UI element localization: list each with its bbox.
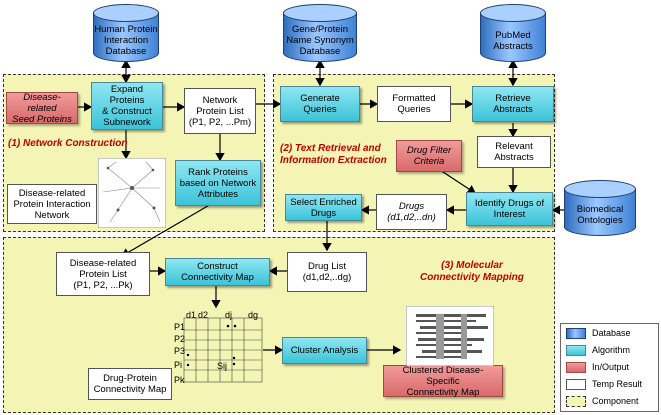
matrix-row-pk: Pk [174, 375, 185, 385]
legend-component-label: Component [592, 396, 639, 406]
disease-network-node: Disease-related Protein Interaction Netw… [7, 184, 97, 224]
legend-temp-result: Temp Result [566, 377, 642, 391]
select-drugs-node: Select Enriched Drugs [285, 194, 362, 221]
expand-proteins-node: Expand Proteins & Construct Subnework [91, 82, 163, 130]
human-ppi-label: Human Protein Interaction Database [94, 24, 158, 57]
drug-protein-map-node: Drug-Protein Connectivity Map [88, 368, 172, 400]
connectivity-matrix-grid [183, 317, 263, 383]
retrieve-abstracts-node: Retrieve Abstracts [472, 86, 554, 122]
drugs-small-list-node: Drugs (d1,d2,..dn) [376, 194, 447, 230]
legend-inout-label: In/Output [592, 362, 630, 372]
identify-drugs-node: Identify Drugs of Interest [466, 192, 553, 226]
network-protein-list-node: Network Protein List (P1, P2, ...Pm) [184, 88, 256, 134]
biomedical-ontologies-database: Biomedical Ontologies [564, 180, 636, 236]
legend-algorithm-label: Algorithm [592, 345, 631, 355]
matrix-row-pi: Pi [174, 360, 183, 370]
matrix-col-dg: dg [248, 310, 259, 320]
cluster-analysis-node: Cluster Analysis [282, 337, 367, 364]
clustered-map-node: Clustered Disease-Specific Connectivity … [383, 365, 503, 398]
network-graph-image [98, 158, 166, 228]
section-title-mapping: (3) Molecular Connectivity Mapping [420, 260, 524, 283]
ontologies-label: Biomedical Ontologies [576, 204, 624, 226]
formatted-queries-node: Formatted Queries [377, 86, 451, 122]
construct-map-node: Construct Connectivity Map [165, 258, 270, 286]
seed-proteins-node: Disease-related Seed Proteins [6, 92, 78, 125]
rank-proteins-node: Rank Proteins based on Network Attribute… [175, 160, 261, 206]
legend-component: Component [566, 394, 639, 408]
synonym-db-label: Gene/Protein Name Synonym Database [286, 24, 354, 57]
human-protein-interaction-database: Human Protein Interaction Database [93, 4, 159, 62]
matrix-row-p1: P1 [174, 322, 186, 332]
pubmed-database: PubMed Abstracts [480, 4, 546, 62]
section-title-network: (1) Network Construction [8, 138, 128, 149]
legend-temp-result-label: Temp Result [592, 379, 643, 389]
legend-inout: In/Output [566, 360, 629, 374]
legend-algorithm: Algorithm [566, 343, 630, 357]
drug-filter-node: Drug Filter Criteria [396, 140, 462, 172]
matrix-col-d2: d2 [198, 310, 209, 320]
matrix-col-dj: dj [225, 310, 233, 320]
legend-database-label: Database [592, 328, 631, 338]
matrix-row-p3: P3 [174, 346, 186, 356]
relevant-abstracts-node: Relevant Abstracts [477, 136, 551, 168]
section-title-text: (2) Text Retrieval and Information Extra… [280, 143, 387, 166]
matrix-col-d1: d1 [186, 310, 197, 320]
drug-list-node: Drug List (d1,d2,..dg) [287, 252, 367, 292]
disease-protein-list-node: Disease-related Protein List (P1, P2, ..… [56, 252, 150, 296]
legend-database: Database [566, 326, 631, 340]
pubmed-label: PubMed Abstracts [493, 30, 533, 52]
legend: Database Algorithm In/Output Temp Result… [560, 323, 659, 412]
matrix-row-p2: P2 [174, 334, 186, 344]
clustered-heatmap-image [406, 306, 494, 366]
synonym-database: Gene/Protein Name Synonym Database [283, 4, 357, 62]
matrix-cell-sij: Sij [217, 361, 228, 371]
generate-queries-node: Generate Queries [280, 86, 360, 122]
